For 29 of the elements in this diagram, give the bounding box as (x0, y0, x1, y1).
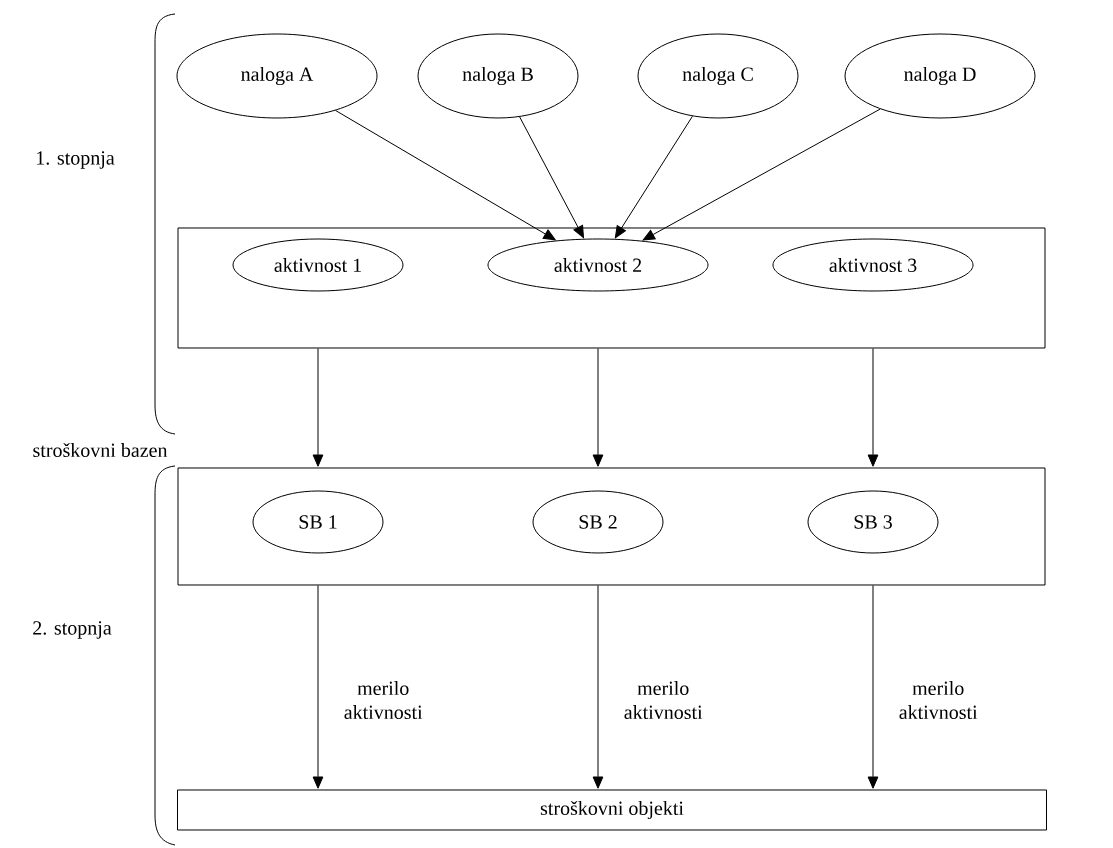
stage-label: stroškovni bazen (33, 442, 168, 458)
edge-label: merilo aktivnosti (344, 680, 423, 719)
arrow (592, 348, 604, 467)
group-box (177, 467, 1046, 586)
ellipse-node: naloga B (417, 33, 579, 119)
arrow (312, 585, 324, 789)
ellipse-node: aktivnost 2 (487, 238, 709, 292)
arrow (519, 116, 584, 239)
ellipse-node: naloga D (844, 33, 1036, 119)
arrow (867, 585, 879, 789)
ellipse-node: naloga A (176, 33, 378, 119)
arrow (614, 115, 693, 239)
group-box (177, 227, 1046, 349)
arrow (335, 110, 556, 241)
ellipse-node: aktivnost 1 (232, 238, 404, 292)
arrow (312, 348, 324, 467)
ellipse-node: SB 2 (532, 490, 664, 554)
stage-label: 1. stopnja (37, 151, 115, 169)
ellipse-node: aktivnost 3 (772, 238, 974, 292)
ellipse-node: SB 1 (252, 490, 384, 554)
arrow (867, 348, 879, 467)
stage-label: 2. stopnja (33, 621, 112, 639)
arrow (592, 585, 604, 789)
arrow (642, 108, 881, 241)
edge-label: merilo aktivnosti (899, 680, 978, 719)
ellipse-node: SB 3 (807, 490, 939, 554)
ellipse-node: naloga C (637, 33, 799, 119)
process-box: stroškovni objekti (177, 789, 1047, 831)
edge-label: merilo aktivnosti (624, 680, 703, 719)
